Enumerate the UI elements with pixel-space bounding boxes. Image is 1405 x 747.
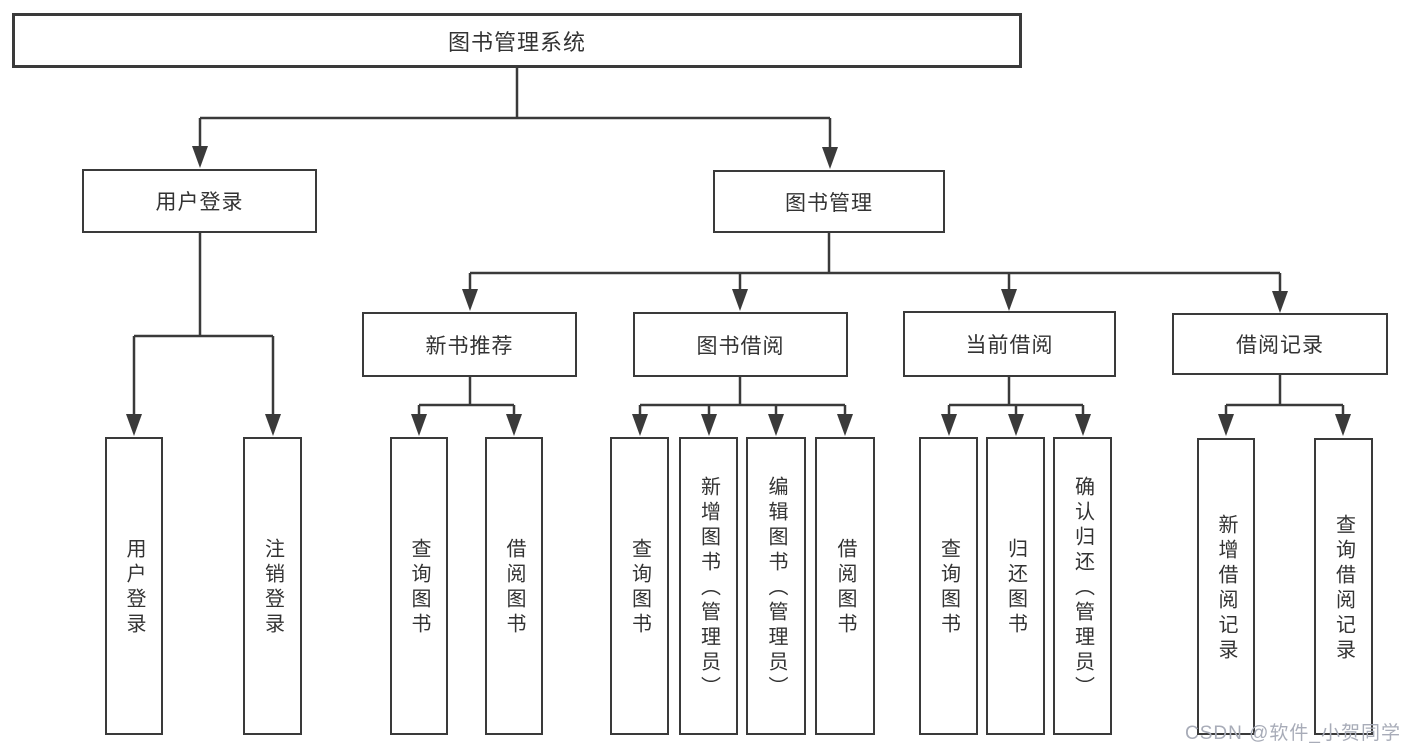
leaf-query-borrow-record: 查询借阅记录 xyxy=(1314,438,1373,735)
node-library-system: 图书管理系统 xyxy=(12,13,1022,68)
node-user-login: 用户登录 xyxy=(82,169,317,233)
leaf-user-login: 用户登录 xyxy=(105,437,163,735)
leaf-add-books-admin: 新增图书（管理员） xyxy=(679,437,738,735)
leaf-borrow-books-recommend: 借阅图书 xyxy=(485,437,543,735)
leaf-edit-books-admin: 编辑图书（管理员） xyxy=(746,437,806,735)
node-current-borrowing: 当前借阅 xyxy=(903,311,1116,377)
leaf-logout: 注销登录 xyxy=(243,437,302,735)
leaf-query-books-recommend: 查询图书 xyxy=(390,437,448,735)
leaf-borrow-books: 借阅图书 xyxy=(815,437,875,735)
leaf-add-borrow-record: 新增借阅记录 xyxy=(1197,438,1255,735)
leaf-query-books-borrowing: 查询图书 xyxy=(610,437,669,735)
node-book-borrowing: 图书借阅 xyxy=(633,312,848,377)
leaf-confirm-return-admin: 确认归还（管理员） xyxy=(1053,437,1112,735)
watermark: CSDN @软件_小贺同学 xyxy=(1185,723,1401,744)
leaf-return-books: 归还图书 xyxy=(986,437,1045,735)
node-book-management: 图书管理 xyxy=(713,170,945,233)
leaf-query-books-current: 查询图书 xyxy=(919,437,978,735)
node-borrowing-records: 借阅记录 xyxy=(1172,313,1388,375)
node-new-book-recommendation: 新书推荐 xyxy=(362,312,577,377)
